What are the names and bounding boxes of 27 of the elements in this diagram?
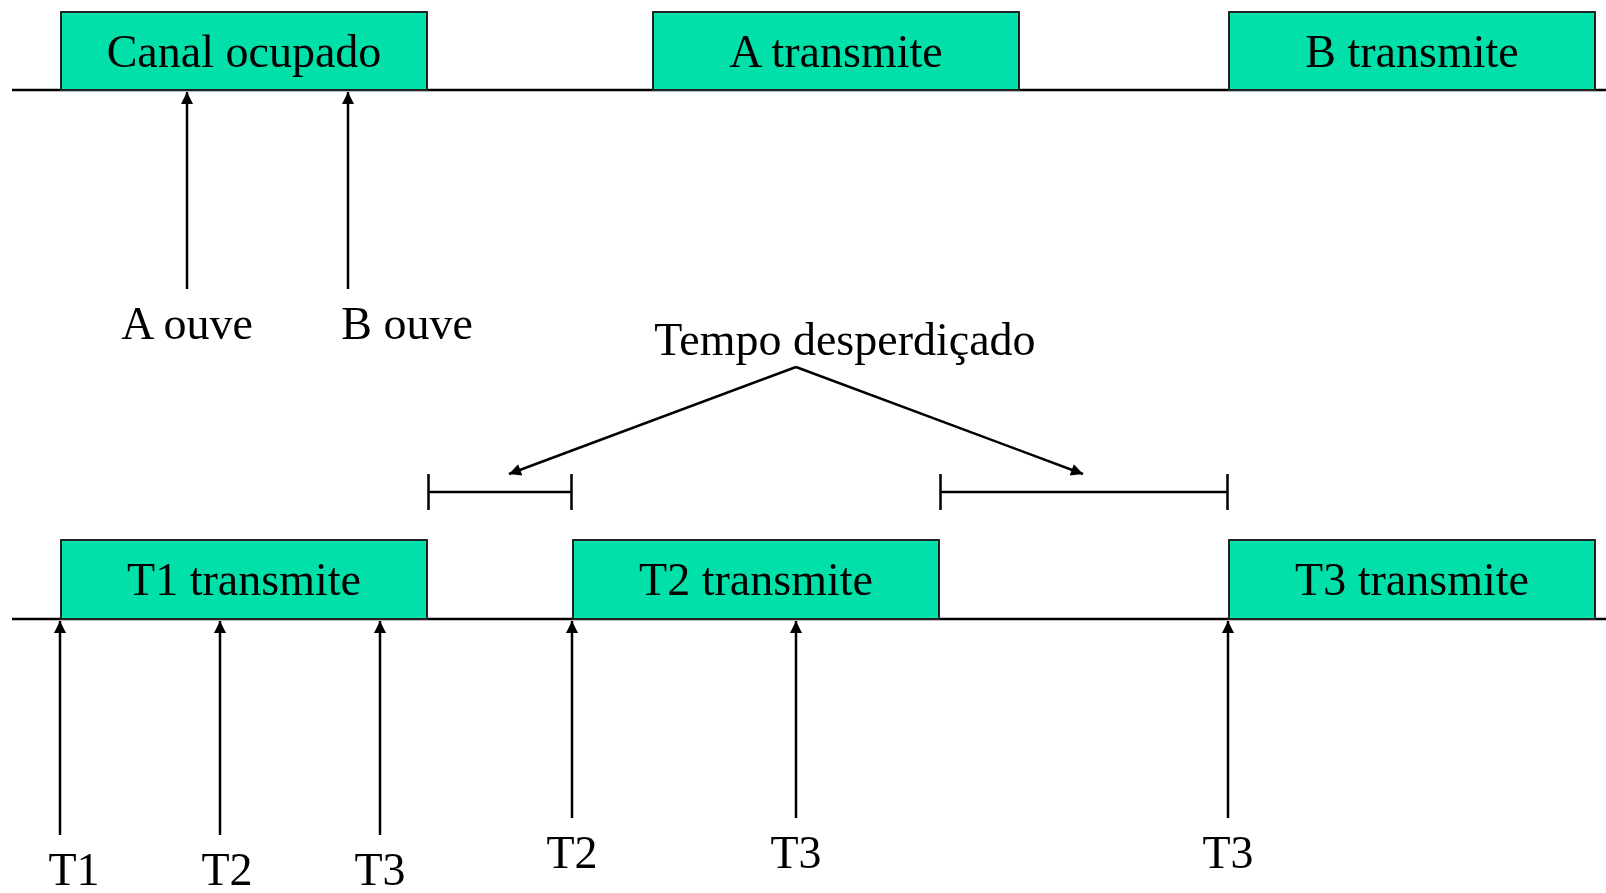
event-label: T3 (1202, 830, 1254, 876)
arrow (374, 621, 386, 835)
event-label: Tempo desperdiçado (654, 317, 1036, 363)
event-label: T1 (48, 847, 100, 893)
event-box: T2 transmite (572, 539, 940, 620)
arrow (508, 365, 797, 476)
event-box: B transmite (1228, 11, 1596, 91)
arrow (795, 365, 1084, 476)
event-label: T2 (546, 830, 598, 876)
arrow (342, 92, 354, 289)
interval-bracket (939, 474, 1229, 510)
arrow (1222, 621, 1234, 818)
event-label: T2 (201, 847, 253, 893)
arrow (54, 621, 66, 835)
event-box: T3 transmite (1228, 539, 1596, 620)
event-label: A ouve (121, 301, 253, 347)
event-box: T1 transmite (60, 539, 428, 620)
interval-bracket (427, 474, 573, 510)
event-label: T3 (770, 830, 822, 876)
event-box: A transmite (652, 11, 1020, 91)
event-box: Canal ocupado (60, 11, 428, 91)
arrow (790, 621, 802, 818)
arrow (214, 621, 226, 835)
arrow (181, 92, 193, 289)
event-label: B ouve (341, 301, 473, 347)
arrow (566, 621, 578, 818)
event-label: T3 (354, 847, 406, 893)
